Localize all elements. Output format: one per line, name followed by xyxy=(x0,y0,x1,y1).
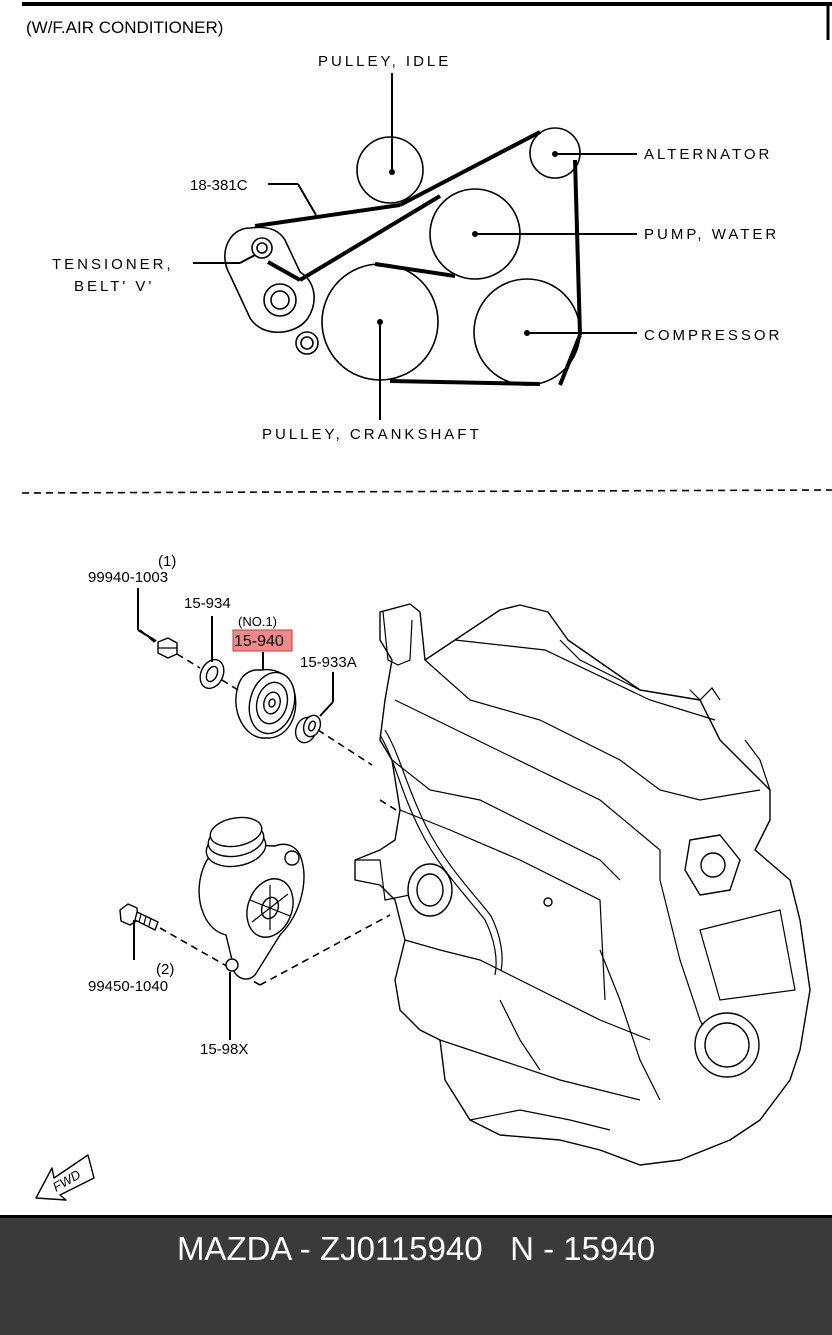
label-bolt-part: 99450-1040 xyxy=(88,978,168,995)
label-nut-qty: (1) xyxy=(158,553,176,570)
section-divider xyxy=(21,489,832,494)
v-belt xyxy=(254,130,582,386)
label-alternator: ALTERNATOR xyxy=(644,146,772,163)
label-belt-part: 18-381C xyxy=(190,177,248,194)
exploded-parts-view: FWD xyxy=(35,588,811,1201)
spacer xyxy=(294,714,322,744)
label-pulley-crankshaft: PULLEY, CRANKSHAFT xyxy=(262,426,482,443)
tensioner-assembly xyxy=(224,226,319,355)
belt-routing-diagram xyxy=(193,73,637,420)
label-compressor: COMPRESSOR xyxy=(644,327,782,344)
engine-block-drawing xyxy=(354,603,811,1166)
bolt xyxy=(119,903,159,931)
belt-and-tensioner-diagram: (W/F.AIR CONDITIONER) xyxy=(21,2,832,1201)
label-nut-part: 99940-1003 xyxy=(88,569,168,586)
label-pulley-part[interactable]: 15-940 xyxy=(234,633,284,650)
label-washer-part: 15-934 xyxy=(184,595,231,612)
label-pulley-idle: PULLEY, IDLE xyxy=(318,53,451,70)
label-pump-water: PUMP, WATER xyxy=(644,226,779,243)
auto-tensioner-part xyxy=(198,816,305,980)
label-tensioner-line2: BELT' V' xyxy=(74,278,154,295)
label-bolt-qty: (2) xyxy=(156,961,174,978)
label-pulley-note: (NO.1) xyxy=(238,614,277,629)
nut xyxy=(157,637,178,659)
part-number-caption: MAZDA - ZJ0115940 N - 15940 xyxy=(176,1230,656,1267)
label-tensioner-line1: TENSIONER, xyxy=(52,256,174,273)
footer-bar: MAZDA - ZJ0115940 N - 15940 xyxy=(0,1215,832,1335)
idler-pulley-part xyxy=(235,668,297,739)
section-title: (W/F.AIR CONDITIONER) xyxy=(26,18,223,37)
selected-part-highlight xyxy=(232,629,293,652)
washer xyxy=(199,658,225,690)
label-spacer-part: 15-933A xyxy=(300,654,357,671)
forward-direction-arrow: FWD xyxy=(35,1154,95,1201)
label-tensioner-part: 15-98X xyxy=(200,1041,248,1058)
